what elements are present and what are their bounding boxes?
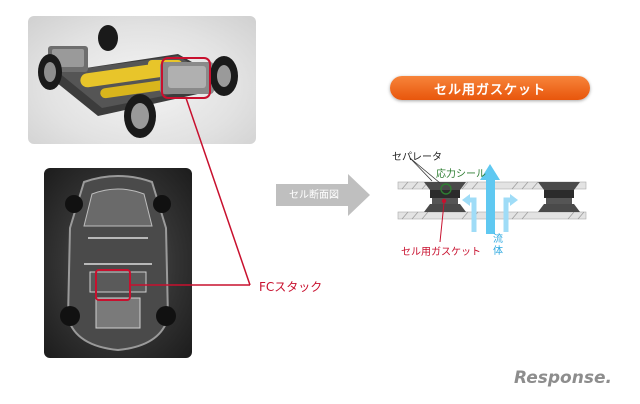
fc-highlight-bottom <box>95 269 131 301</box>
cross-section-diagram <box>397 157 587 243</box>
fc-highlight-top <box>161 57 211 99</box>
chassis-photo <box>28 16 256 144</box>
callout-line-top <box>185 97 251 286</box>
response-watermark: Response. <box>514 368 612 388</box>
cell-gasket-label: セル用ガスケット <box>401 247 481 258</box>
fc-stack-label: FCスタック <box>259 280 323 294</box>
vehicle-body-photo <box>44 168 192 358</box>
separator-label: セパレータ <box>392 152 442 163</box>
section-arrow <box>276 174 370 216</box>
gasket-title: セル用ガスケット <box>390 76 590 100</box>
fluid-label: 流体 <box>493 234 503 257</box>
section-arrow-label: セル断面図 <box>289 190 339 201</box>
stress-seal-label: 応力シール <box>436 169 486 180</box>
